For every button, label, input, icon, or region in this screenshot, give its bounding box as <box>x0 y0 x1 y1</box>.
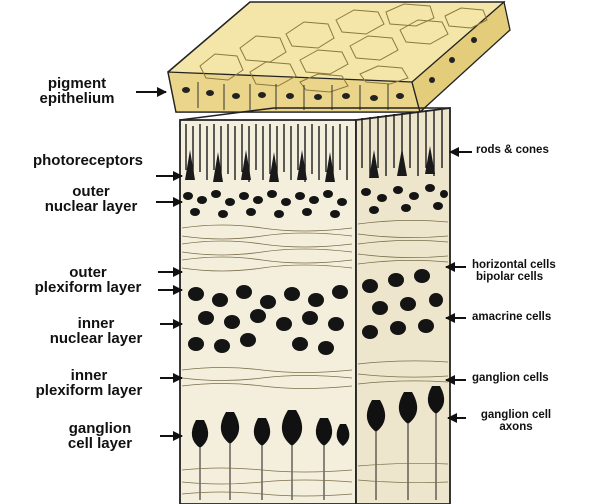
label-outer-nuclear-layer: outer nuclear layer <box>24 184 158 214</box>
label-ganglion-cell-layer: ganglion cell layer <box>40 421 160 451</box>
label-line: ganglion cells <box>472 373 549 385</box>
label-line: horizontal cells <box>472 260 556 272</box>
label-amacrine-cells: amacrine cells <box>472 312 551 324</box>
label-line: inner <box>26 316 166 331</box>
label-pigment-epithelium: pigment epithelium <box>16 76 138 106</box>
label-line: outer <box>24 184 158 199</box>
label-line: amacrine cells <box>472 312 551 324</box>
label-line: cell layer <box>40 436 160 451</box>
label-horizontal-bipolar-cells: horizontal cells bipolar cells <box>472 260 556 283</box>
label-line: photoreceptors <box>6 153 170 168</box>
label-ganglion-cell-axons: ganglion cell axons <box>470 410 562 433</box>
pigment-epithelium-slab <box>168 2 510 112</box>
label-line: plexiform layer <box>14 280 162 295</box>
label-line: pigment <box>16 76 138 91</box>
label-line: ganglion <box>40 421 160 436</box>
retina-block <box>180 108 450 504</box>
label-line: epithelium <box>16 91 138 106</box>
label-outer-plexiform-layer: outer plexiform layer <box>14 265 162 295</box>
label-line: inner <box>14 368 164 383</box>
label-line: axons <box>470 422 562 434</box>
label-line: nuclear layer <box>24 199 158 214</box>
label-line: ganglion cell <box>470 410 562 422</box>
label-line: bipolar cells <box>476 272 556 284</box>
label-ganglion-cells: ganglion cells <box>472 373 549 385</box>
label-inner-nuclear-layer: inner nuclear layer <box>26 316 166 346</box>
label-inner-plexiform-layer: inner plexiform layer <box>14 368 164 398</box>
label-line: nuclear layer <box>26 331 166 346</box>
label-line: outer <box>14 265 162 280</box>
label-photoreceptors: photoreceptors <box>6 153 170 168</box>
label-line: plexiform layer <box>14 383 164 398</box>
label-rods-cones: rods & cones <box>476 145 549 157</box>
label-line: rods & cones <box>476 145 549 157</box>
